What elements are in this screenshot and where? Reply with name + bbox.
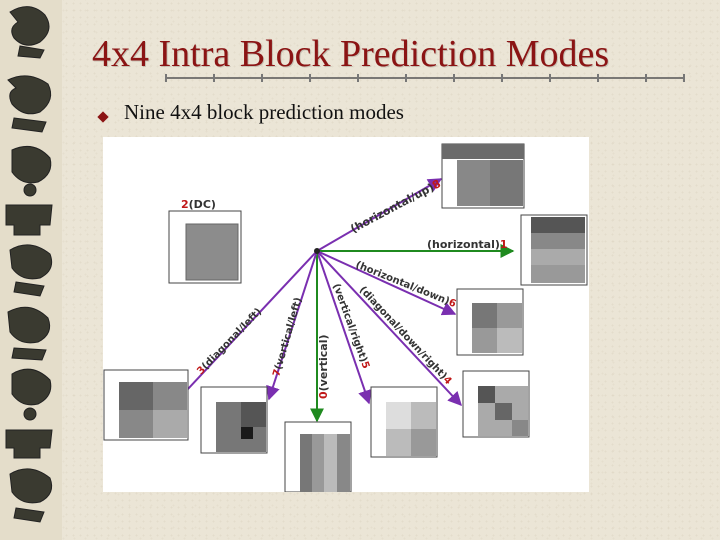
label-mode-2: 2(DC) xyxy=(181,198,216,211)
block-mode-4 xyxy=(462,370,530,438)
arrow-mode-3 xyxy=(172,250,318,407)
ornament-figure-icon xyxy=(9,468,53,523)
block-mode-1 xyxy=(520,214,588,286)
arrow-mode-6 xyxy=(316,250,457,316)
label-mode-1: (horizontal)1 xyxy=(427,238,508,251)
ornament-figure-icon xyxy=(11,145,52,197)
arrow-mode-8 xyxy=(316,178,443,252)
block-mode-3 xyxy=(103,369,189,441)
label-mode-0: 0(vertical) xyxy=(317,334,330,399)
ornament-figure-icon xyxy=(5,429,53,459)
slide-title: 4x4 Intra Block Prediction Modes xyxy=(92,33,610,75)
ornament-figure-icon xyxy=(9,6,50,59)
label-mode-8: (horizontal/up)8 xyxy=(348,177,443,236)
block-mode-0 xyxy=(284,421,352,492)
ornament-figure-icon xyxy=(7,75,52,133)
decorative-border xyxy=(0,0,62,540)
label-mode-3: 3(diagonal/left) xyxy=(195,306,264,377)
block-mode-2 xyxy=(168,210,242,284)
block-mode-7 xyxy=(200,386,268,454)
bullet-diamond-icon xyxy=(97,111,109,123)
ornament-figure-icon xyxy=(7,306,51,361)
ornament-figure-icon xyxy=(5,204,53,236)
arrow-mode-4 xyxy=(316,250,462,407)
block-mode-5 xyxy=(370,386,438,458)
arrow-mode-5 xyxy=(316,250,372,405)
label-mode-7: 7(vertical/left) xyxy=(271,296,304,378)
bullet-text: Nine 4x4 block prediction modes xyxy=(124,100,404,124)
block-mode-8 xyxy=(441,143,525,209)
title-divider xyxy=(165,74,685,82)
block-mode-6 xyxy=(456,288,524,356)
prediction-modes-diagram: 2(DC) (horizontal)1 (horizontal/up)8 (ho… xyxy=(103,137,589,492)
ornament-figure-icon xyxy=(11,368,52,421)
arrow-mode-7 xyxy=(266,250,318,401)
center-point xyxy=(314,248,320,254)
ornament-figure-icon xyxy=(9,244,53,297)
